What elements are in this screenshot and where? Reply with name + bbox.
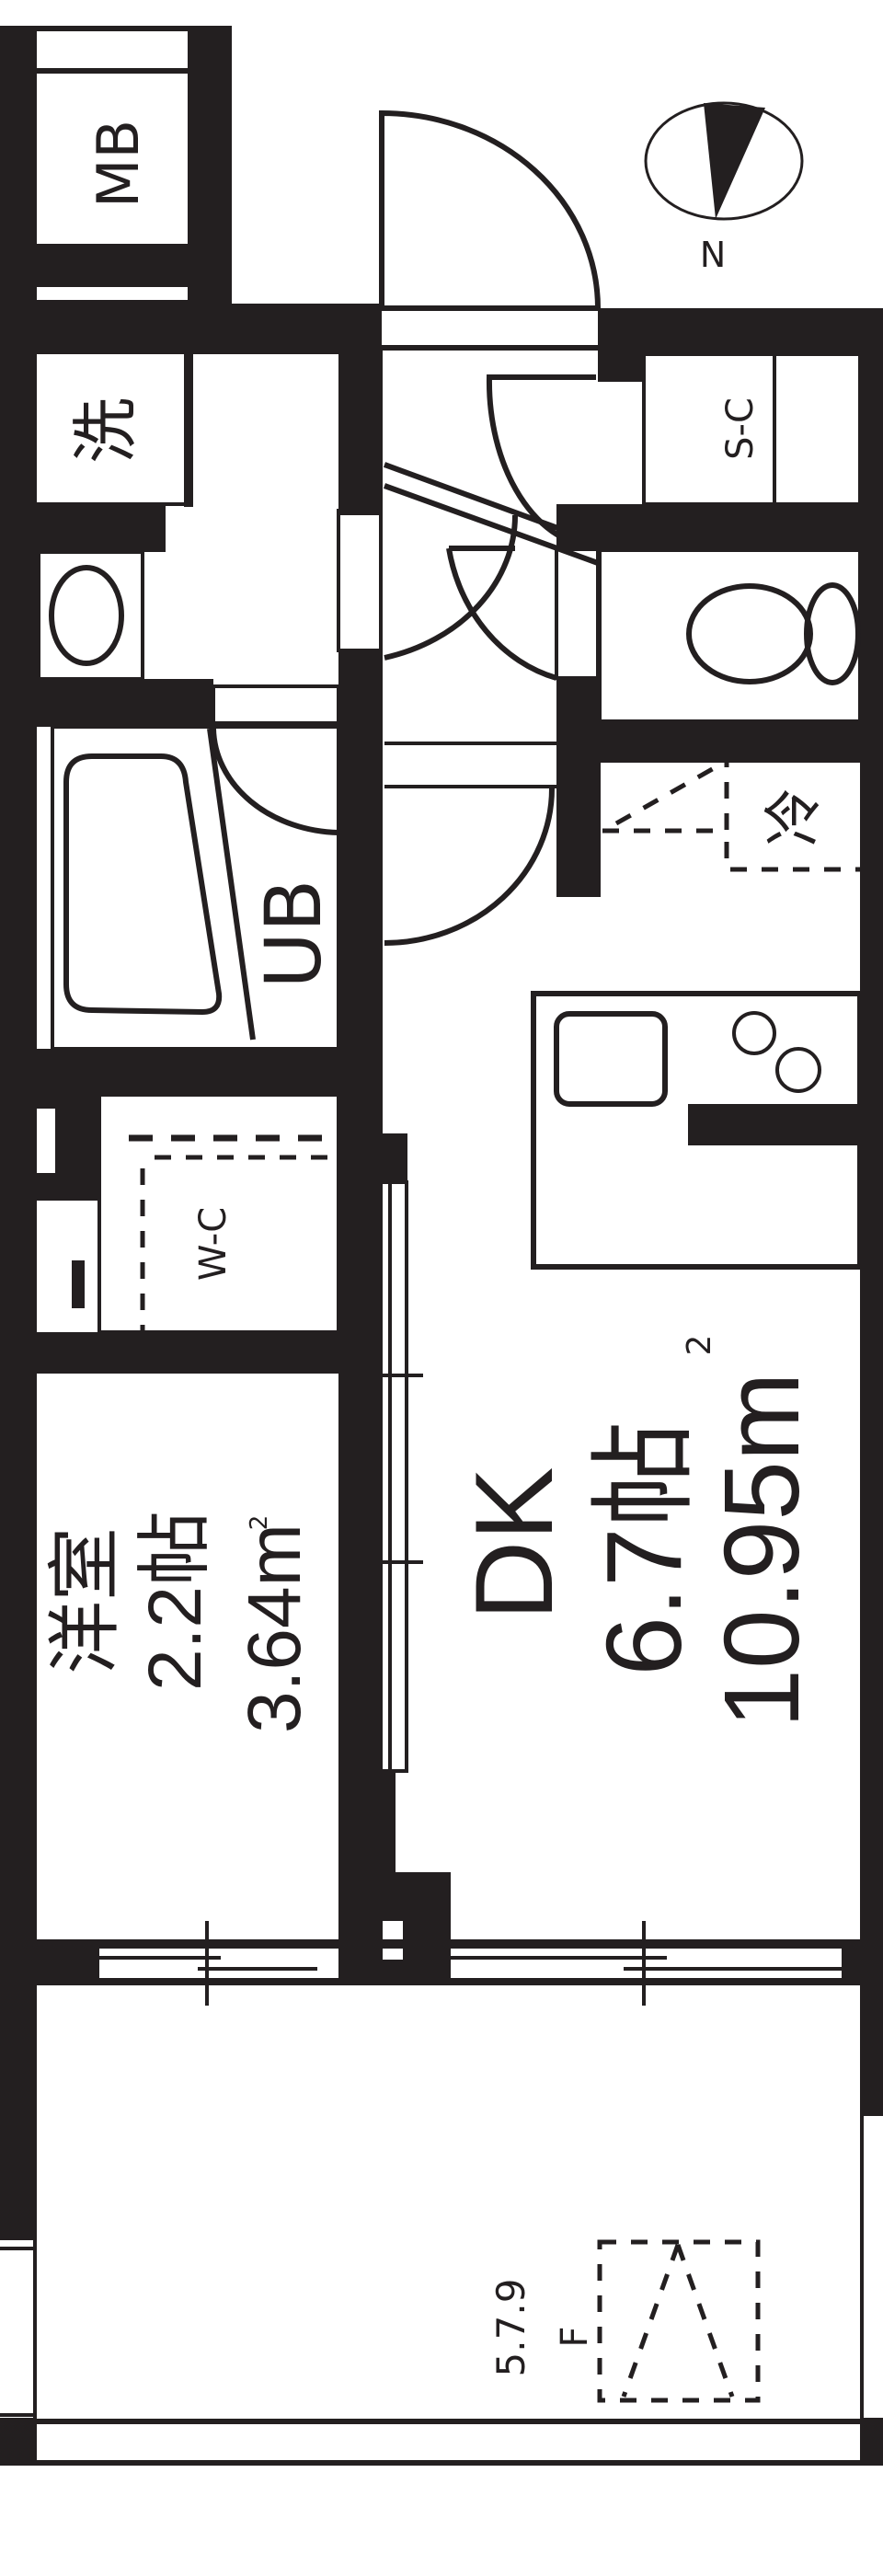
entrance-door (379, 109, 601, 311)
wall (556, 721, 883, 763)
refrigerator-space (602, 761, 860, 872)
kitchen-counter (531, 991, 863, 1270)
outer-wall-left (0, 304, 37, 2236)
dk-tatami: 6.7帖 (584, 1420, 704, 1675)
wall (556, 504, 883, 550)
wall (37, 1332, 363, 1374)
western-room-area-sup: 2 (246, 1515, 273, 1531)
shoe-closet-label: S-C (719, 397, 762, 460)
door-frame (337, 509, 383, 652)
unit-bath-label: UB (248, 879, 338, 988)
western-room-area: 3.64m (233, 1524, 316, 1733)
western-room-tatami: 2.2帖 (133, 1511, 217, 1691)
wall (338, 350, 383, 515)
outer-wall-right (860, 308, 883, 2113)
meter-box-label: MB (85, 120, 152, 208)
wall (37, 1049, 350, 1095)
western-room-label-group: 洋室 2.2帖 3.64m 2 (42, 1511, 316, 1733)
bath-door-frame (212, 684, 340, 725)
evacuation-hatch-icon (597, 2239, 761, 2403)
dk-area-sup: 2 (681, 1335, 718, 1356)
balcony (0, 1978, 883, 2466)
wall (37, 679, 213, 727)
wall (598, 308, 883, 354)
dk-door (384, 742, 556, 946)
dk-area: 10.95m (702, 1373, 821, 1729)
compass-north-label: N (700, 233, 726, 273)
balcony-floors-suffix: F (554, 2326, 596, 2347)
washbasin (37, 550, 144, 681)
wall (37, 504, 166, 552)
balcony-windows (37, 1921, 883, 2006)
balcony-floors-note: 5.7.9 (488, 2279, 533, 2377)
dk-label-group: DK 6.7帖 10.95m 2 (453, 1335, 821, 1729)
walk-in-closet-label: W-C (192, 1207, 235, 1281)
toilet (598, 548, 862, 723)
walk-in-closet (37, 1093, 407, 1334)
western-room-sliding-door (345, 1180, 423, 1773)
meter-box (0, 26, 232, 311)
wall (598, 308, 644, 382)
dk-label: DK (453, 1467, 576, 1621)
western-room-label: 洋室 (42, 1527, 128, 1674)
wall (0, 304, 382, 354)
wall (556, 676, 601, 897)
refrigerator-label: 冷 (761, 788, 829, 846)
compass-icon (644, 101, 804, 221)
washer-label: 洗 (67, 397, 144, 464)
